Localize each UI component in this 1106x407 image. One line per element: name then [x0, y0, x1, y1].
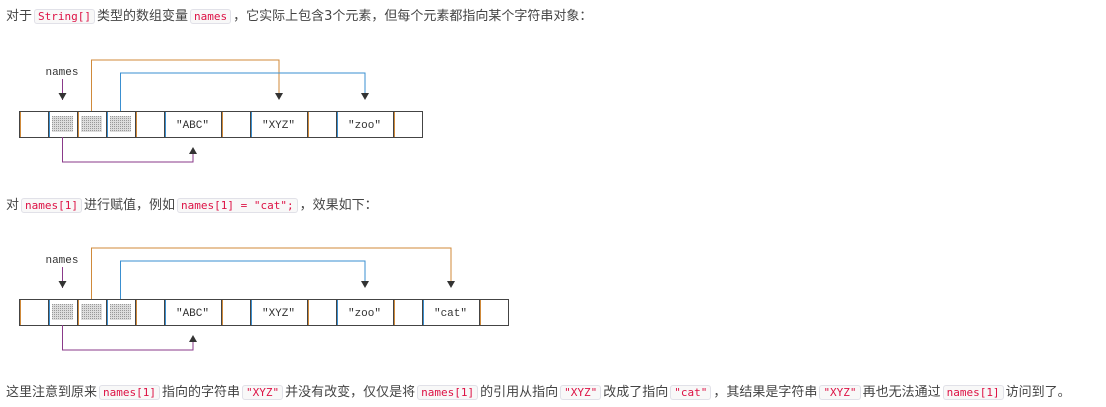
- memory-cell: [479, 299, 509, 326]
- code-inline: "cat": [670, 385, 712, 400]
- arrow-head-icon: [361, 281, 369, 288]
- variable-label: names: [45, 67, 78, 79]
- reference-cell-fill: [81, 304, 102, 320]
- reference-arrow: [62, 325, 194, 351]
- memory-cell: [307, 111, 337, 138]
- string-object: "zoo": [348, 120, 381, 132]
- reference-cell-fill: [81, 116, 102, 132]
- memory-cell: [393, 111, 423, 138]
- arrow-head-icon: [447, 281, 455, 288]
- arrow-head-icon: [189, 147, 197, 154]
- reference-arrow: [62, 137, 194, 163]
- code-inline: names[1]: [942, 385, 1004, 400]
- reference-cell-fill: [110, 116, 131, 132]
- memory-cell: [221, 299, 251, 326]
- reference-arrow: [91, 59, 280, 111]
- arrow-head-icon: [361, 93, 369, 100]
- memory-cell: [135, 111, 165, 138]
- memory-cell: [221, 111, 251, 138]
- arrow-head-icon: [189, 335, 197, 342]
- reference-arrow: [120, 260, 366, 299]
- string-object: "XYZ": [262, 308, 295, 320]
- code-inline: "XYZ": [560, 385, 602, 400]
- string-object: "XYZ": [262, 120, 295, 132]
- reference-arrow: [91, 247, 452, 299]
- string-object: "cat": [434, 308, 467, 320]
- variable-label: names: [45, 255, 78, 267]
- code-inline: names[1]: [417, 385, 479, 400]
- memory-cell: [19, 111, 49, 138]
- reference-cell-fill: [110, 304, 131, 320]
- code-inline: names[1] = "cat";: [177, 198, 298, 213]
- string-object: "zoo": [348, 308, 381, 320]
- code-inline: names: [190, 9, 232, 24]
- memory-cell: [135, 299, 165, 326]
- code-inline: String[]: [34, 9, 95, 24]
- arrow-head-icon: [58, 281, 67, 288]
- memory-cell: [19, 299, 49, 326]
- code-inline: names[1]: [21, 198, 82, 213]
- reference-cell-fill: [52, 116, 73, 132]
- code-inline: "XYZ": [242, 385, 284, 400]
- code-inline: "XYZ": [819, 385, 861, 400]
- string-object: "ABC": [176, 120, 209, 132]
- reference-cell-fill: [52, 304, 73, 320]
- memory-cell: [393, 299, 423, 326]
- arrow-head-icon: [58, 93, 67, 100]
- memory-cell: [307, 299, 337, 326]
- code-inline: names[1]: [99, 385, 160, 400]
- string-object: "ABC": [176, 308, 209, 320]
- array-diagram-after: "ABC" "XYZ" "zoo" "cat" names: [19, 247, 509, 351]
- reference-arrow: [120, 72, 366, 111]
- arrow-head-icon: [275, 93, 283, 100]
- array-diagram-before: "ABC" "XYZ" "zoo" names: [19, 59, 423, 163]
